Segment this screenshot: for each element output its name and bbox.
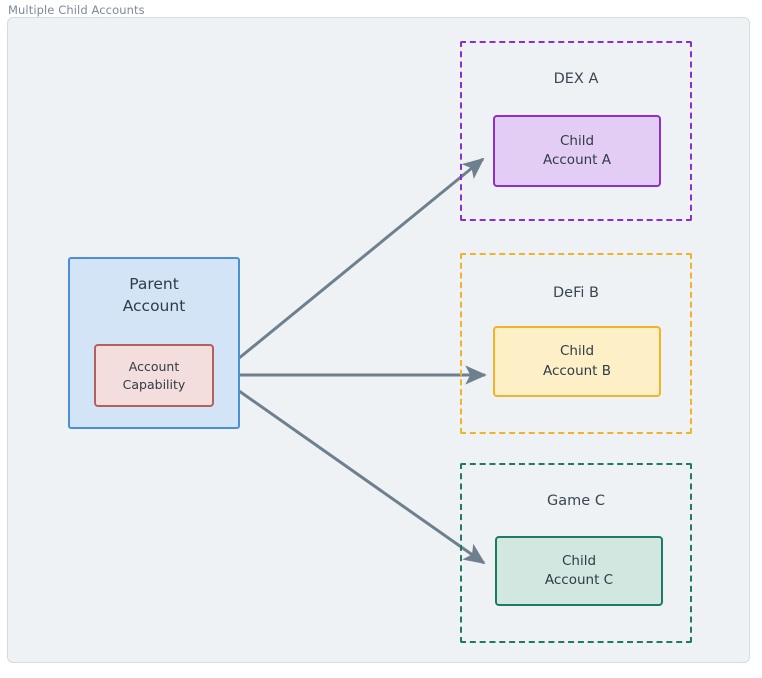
group-defi-b-label: DeFi B: [553, 285, 599, 301]
group-dex-a-label: DEX A: [553, 71, 599, 87]
group-game-c-label: Game C: [547, 493, 605, 509]
parent-account-label-line2: Account: [122, 297, 186, 315]
account-capability-node[interactable]: Account Capability: [94, 344, 214, 407]
child-account-b-label-line2: Account B: [542, 362, 612, 379]
child-account-c-node[interactable]: Child Account C: [495, 536, 663, 606]
parent-account-label-line1: Parent: [129, 275, 179, 293]
child-account-a-label-line1: Child: [559, 132, 595, 149]
diagram-title: Multiple Child Accounts: [8, 3, 145, 17]
child-account-a-node[interactable]: Child Account A: [493, 115, 661, 187]
group-dex-a[interactable]: DEX A: [460, 41, 692, 221]
child-account-b-label-line1: Child: [559, 343, 595, 360]
group-defi-b[interactable]: DeFi B: [460, 253, 692, 434]
account-capability-label-line2: Capability: [122, 376, 186, 392]
child-account-c-label-line2: Account C: [544, 572, 614, 588]
group-game-c[interactable]: Game C: [460, 463, 692, 643]
child-account-b-node[interactable]: Child Account B: [493, 326, 661, 397]
child-account-c-label-line1: Child: [561, 552, 597, 569]
account-capability-label-line1: Account: [128, 358, 180, 374]
child-account-a-label-line2: Account A: [542, 152, 612, 168]
